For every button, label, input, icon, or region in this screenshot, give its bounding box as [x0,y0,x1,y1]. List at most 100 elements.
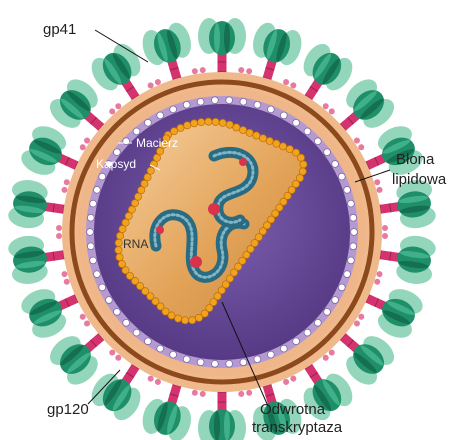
matrix-bead [157,345,164,352]
matrix-bead [114,308,121,315]
label-capsid: Kapsyd [96,157,136,171]
membrane-bump [382,233,388,239]
capsid-bead [141,180,148,187]
matrix-bead [87,214,94,221]
membrane-bump [191,68,198,75]
matrix-bead [348,200,355,207]
capsid-bead [125,212,132,219]
matrix-bead [183,101,190,108]
matrix-bead [338,284,345,291]
matrix-bead [87,243,94,250]
matrix-bead [226,97,233,104]
capsid-bead [153,154,160,161]
matrix-bead [254,356,261,363]
gp120-shadow [224,23,230,53]
membrane-bump-group [56,225,62,239]
capsid-bead [233,124,240,131]
matrix-bead [338,173,345,180]
capsid-bead [246,129,253,136]
capsid-bead [273,140,280,147]
membrane-bump [199,391,206,398]
capsid-bead [300,161,307,168]
matrix-bead [145,119,152,126]
capsid-bead [171,128,178,135]
matrix-bead [211,360,218,367]
membrane-bump [238,391,245,398]
capsid-bead [191,120,198,127]
capsid-bead [119,225,126,232]
label-membrane-line2: lipidowa [392,171,447,188]
matrix-bead [324,149,331,156]
membrane-bump [56,233,62,239]
capsid-bead [195,314,202,321]
gp120-highlight [224,411,230,440]
matrix-bead [90,257,97,264]
capsid-bead [122,219,129,226]
matrix-bead [267,351,274,358]
label-membrane-line1: Błona [396,151,435,168]
capsid-bead [174,315,181,322]
matrix-bead [90,200,97,207]
matrix-bead [145,338,152,345]
enzyme-4 [156,226,164,234]
matrix-bead [293,119,300,126]
matrix-bead [170,106,177,113]
membrane-bump [238,67,245,74]
capsid-bead [144,174,151,181]
membrane-bump [191,389,198,396]
capsid-bead [128,206,135,213]
matrix-bead [350,243,357,250]
matrix-bead [133,329,140,336]
membrane-bump [246,389,253,396]
membrane-bump [199,67,206,74]
matrix-bead [314,138,321,145]
capsid-bead [181,317,188,324]
matrix-bead [332,161,339,168]
matrix-bead [348,257,355,264]
matrix-bead [105,297,112,304]
matrix-bead [267,106,274,113]
gp120-shadow [214,411,220,440]
matrix-bead [344,186,351,193]
label-matrix: Macierz [136,136,178,150]
capsid-bead [226,121,233,128]
matrix-bead [304,128,311,135]
matrix-bead [240,359,247,366]
membrane-bump-group [382,225,388,239]
matrix-bead [240,98,247,105]
capsid-bead [205,118,212,125]
membrane-bump [246,68,253,75]
capsid-bead [118,260,125,267]
capsid-bead [115,239,122,246]
capsid-bead [131,200,138,207]
matrix-bead [197,359,204,366]
membrane-bump [382,225,388,231]
label-gp41: gp41 [43,21,76,38]
capsid-bead [266,137,273,144]
membrane-bump [56,225,62,231]
capsid-bead [138,187,145,194]
enzyme-3 [239,158,247,166]
capsid-bead [219,119,226,126]
matrix-bead [114,149,121,156]
capsid-bead [259,135,266,142]
capsid-bead [147,167,154,174]
matrix-bead [351,229,358,236]
label-rna: RNA [123,237,148,251]
capsid-bead [279,143,286,150]
matrix-bead [226,360,233,367]
matrix-bead [254,101,261,108]
matrix-bead [211,97,218,104]
capsid-bead [184,122,191,129]
capsid-bead [212,118,219,125]
capsid-bead [297,154,304,161]
enzyme-1 [208,203,220,215]
matrix-bead [99,173,106,180]
capsid-bead [299,168,306,175]
matrix-bead [314,319,321,326]
matrix-bead [94,186,101,193]
matrix-bead [94,271,101,278]
matrix-bead [99,284,106,291]
capsid-bead [189,317,196,324]
capsid-bead [115,246,122,253]
